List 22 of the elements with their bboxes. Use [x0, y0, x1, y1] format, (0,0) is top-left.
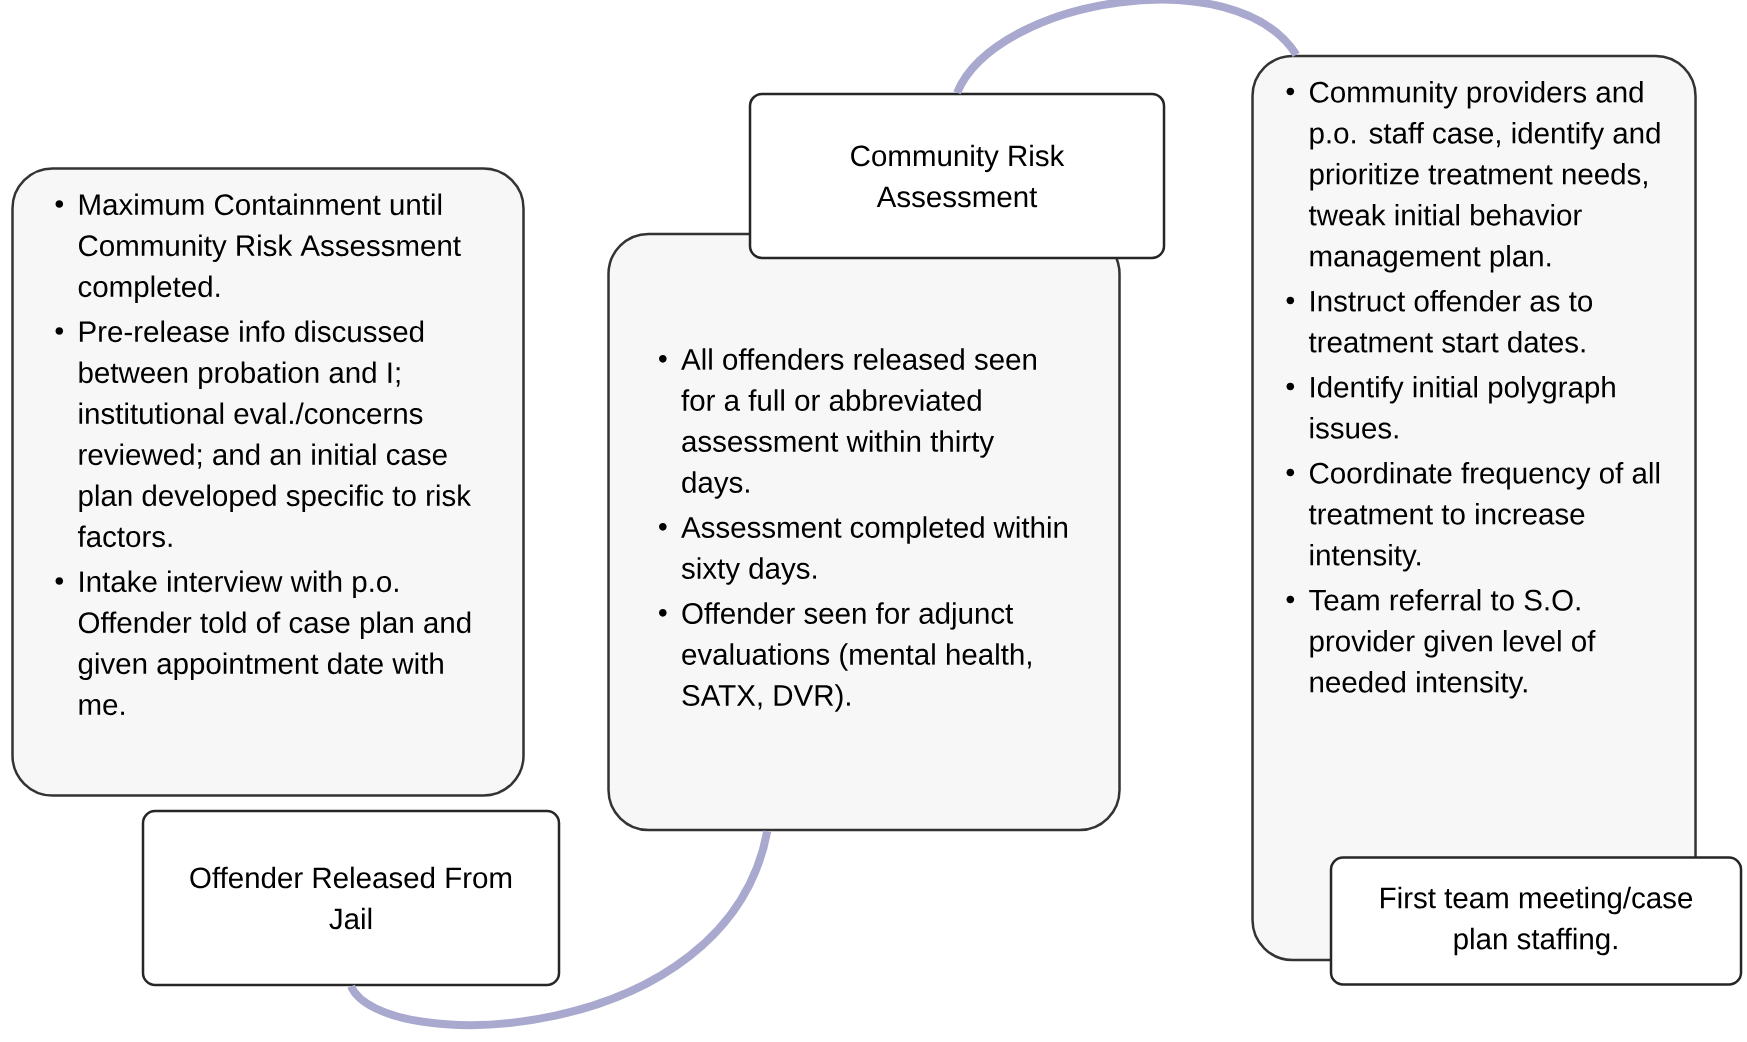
card — [1251, 54, 1697, 962]
card — [11, 167, 525, 797]
bullet-item: Assessment completed within sixty days. — [659, 516, 1067, 585]
box-label: Community Risk Assessment — [851, 144, 1065, 208]
bullet-item: Team referral to S.O. provider given level of needed intensity. — [1286, 589, 1596, 699]
step-box — [1329, 856, 1743, 986]
step-box — [748, 92, 1166, 260]
bullet-item: Offender seen for adjunct evaluations (mental health, SATX, DVR). — [659, 602, 1031, 712]
bullet-item: Pre-release info discussed between probation and I; institutional eval./concerns reviewed; and an initial case plan developed specific to risk factors. — [55, 320, 471, 548]
bullet-item: Intake interview with p.o. Offender told of case plan and given appointment date with me. — [55, 570, 471, 716]
bullet-item: Community providers and p.o. staff case, identify and prioritize treatment needs, tweak initial behavior management plan. — [1286, 81, 1660, 273]
bullet-item: Coordinate frequency of all treatment to increase intensity. — [1286, 462, 1660, 572]
bullet-item: Identify initial polygraph issues. — [1286, 376, 1615, 439]
box-label: Offender Released From Jail — [190, 866, 512, 930]
bullet-item: All offenders released seen for a full or abbreviated assessment within thirty days. — [659, 348, 1036, 499]
connector-arc — [348, 830, 772, 1029]
connector-arc — [953, 0, 1300, 95]
card — [607, 232, 1121, 832]
box-label: First team meeting/case plan staffing. — [1381, 886, 1693, 956]
bullet-item: Maximum Containment until Community Risk Assessment completed. — [55, 193, 461, 303]
bullet-item: Instruct offender as to treatment start dates. — [1286, 290, 1593, 353]
step-box — [141, 809, 561, 987]
